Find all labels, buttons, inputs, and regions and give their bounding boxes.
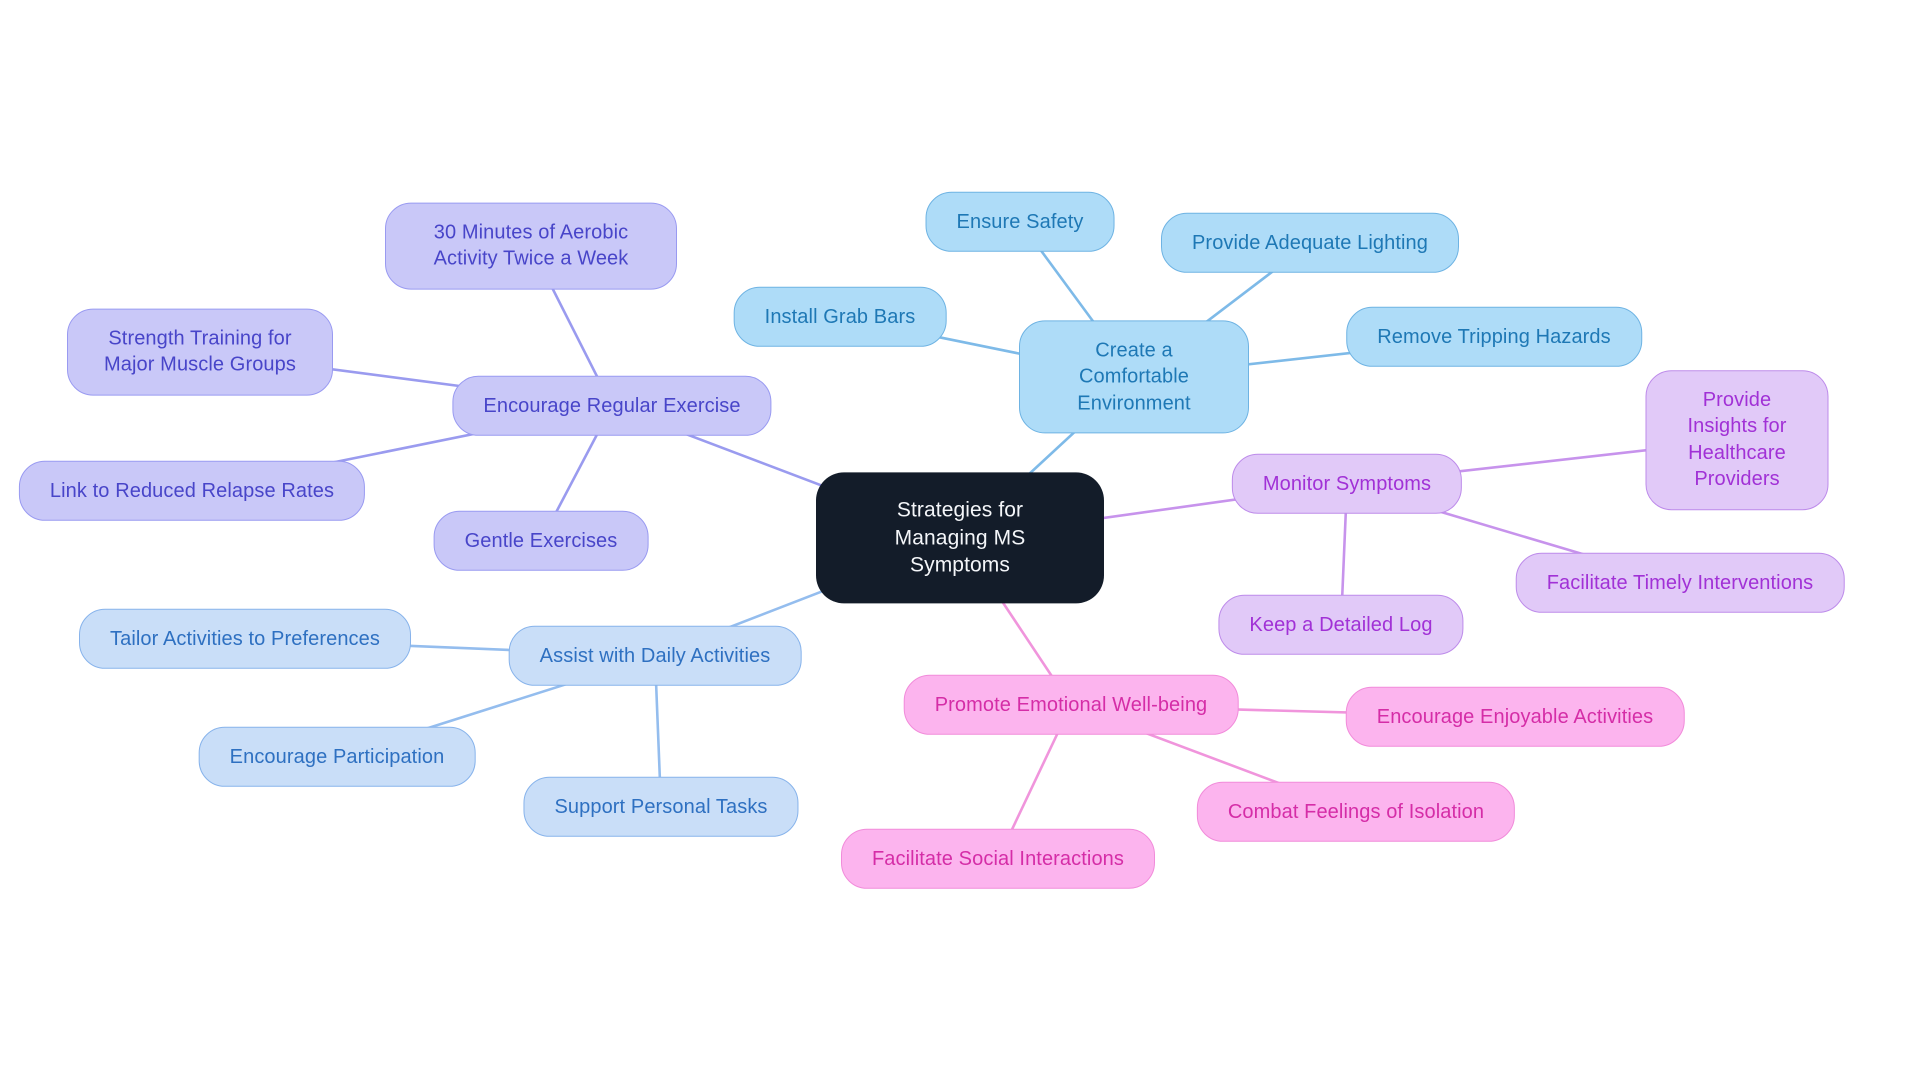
mindmap-node-provide-adequate-lighting[interactable]: Provide Adequate Lighting [1160,212,1460,274]
node-label: Gentle Exercises [464,529,618,552]
node-label: Link to Reduced Relapse Rates [49,479,335,502]
mindmap-node-encourage-participation[interactable]: Encourage Participation [198,726,476,788]
node-label: Encourage Regular Exercise [483,394,741,417]
mindmap-node-gentle-exercises[interactable]: Gentle Exercises [433,510,649,572]
node-label: Promote Emotional Well-being [934,693,1208,716]
node-label: Combat Feelings of Isolation [1227,800,1485,823]
node-label: Facilitate Social Interactions [871,847,1125,870]
mindmap-node-install-grab-bars[interactable]: Install Grab Bars [733,286,947,348]
node-label: Provide Adequate Lighting [1191,231,1429,254]
node-label: Strategies for Managing MS Symptoms [894,498,1026,577]
mindmap-node-tailor-activities-to-preferences[interactable]: Tailor Activities to Preferences [79,608,411,670]
node-label: Install Grab Bars [764,305,916,328]
mindmap-node-monitor-symptoms[interactable]: Monitor Symptoms [1231,453,1463,515]
node-label: Provide Insights for Healthcare Provider… [1687,389,1787,491]
mindmap-node-promote-emotional-well-being[interactable]: Promote Emotional Well-being [903,674,1239,736]
mindmap-node-encourage-regular-exercise[interactable]: Encourage Regular Exercise [452,375,772,437]
node-label: Create a Comfortable Environment [1077,339,1191,415]
mindmap-node-support-personal-tasks[interactable]: Support Personal Tasks [523,776,799,838]
mindmap-node-strength-training-for-major-muscle-groups[interactable]: Strength Training for Major Muscle Group… [67,308,333,396]
mindmap-node-combat-feelings-of-isolation[interactable]: Combat Feelings of Isolation [1196,781,1516,843]
mindmap-node-create-a-comfortable-environment[interactable]: Create a Comfortable Environment [1019,320,1249,434]
mindmap-node-link-to-reduced-relapse-rates[interactable]: Link to Reduced Relapse Rates [18,460,366,522]
mindmap-node-encourage-enjoyable-activities[interactable]: Encourage Enjoyable Activities [1345,686,1685,748]
node-label: Strength Training for Major Muscle Group… [104,327,296,376]
node-label: Tailor Activities to Preferences [110,627,380,650]
mindmap-node-facilitate-timely-interventions[interactable]: Facilitate Timely Interventions [1515,552,1845,614]
node-label: Support Personal Tasks [554,795,768,818]
node-label: Keep a Detailed Log [1249,613,1433,636]
mindmap-node-remove-tripping-hazards[interactable]: Remove Tripping Hazards [1346,306,1642,368]
node-label: Remove Tripping Hazards [1377,325,1611,348]
node-label: Ensure Safety [956,210,1084,233]
node-label: Encourage Participation [229,745,445,768]
mindmap-node-keep-a-detailed-log[interactable]: Keep a Detailed Log [1218,594,1464,656]
node-label: Assist with Daily Activities [539,644,771,667]
mindmap-node-facilitate-social-interactions[interactable]: Facilitate Social Interactions [840,828,1156,890]
mindmap-node-strategies-for-managing-ms-symptoms[interactable]: Strategies for Managing MS Symptoms [816,472,1104,604]
mindmap-node-assist-with-daily-activities[interactable]: Assist with Daily Activities [508,625,802,687]
node-label: Encourage Enjoyable Activities [1376,705,1654,728]
mindmap-node-provide-insights-for-healthcare-providers[interactable]: Provide Insights for Healthcare Provider… [1645,370,1829,510]
node-label: 30 Minutes of Aerobic Activity Twice a W… [433,221,629,270]
node-label: Facilitate Timely Interventions [1546,571,1814,594]
mindmap-node-30-minutes-of-aerobic-activity-twice-a-week[interactable]: 30 Minutes of Aerobic Activity Twice a W… [385,202,677,290]
node-label: Monitor Symptoms [1262,472,1432,495]
mindmap-node-ensure-safety[interactable]: Ensure Safety [925,191,1115,253]
